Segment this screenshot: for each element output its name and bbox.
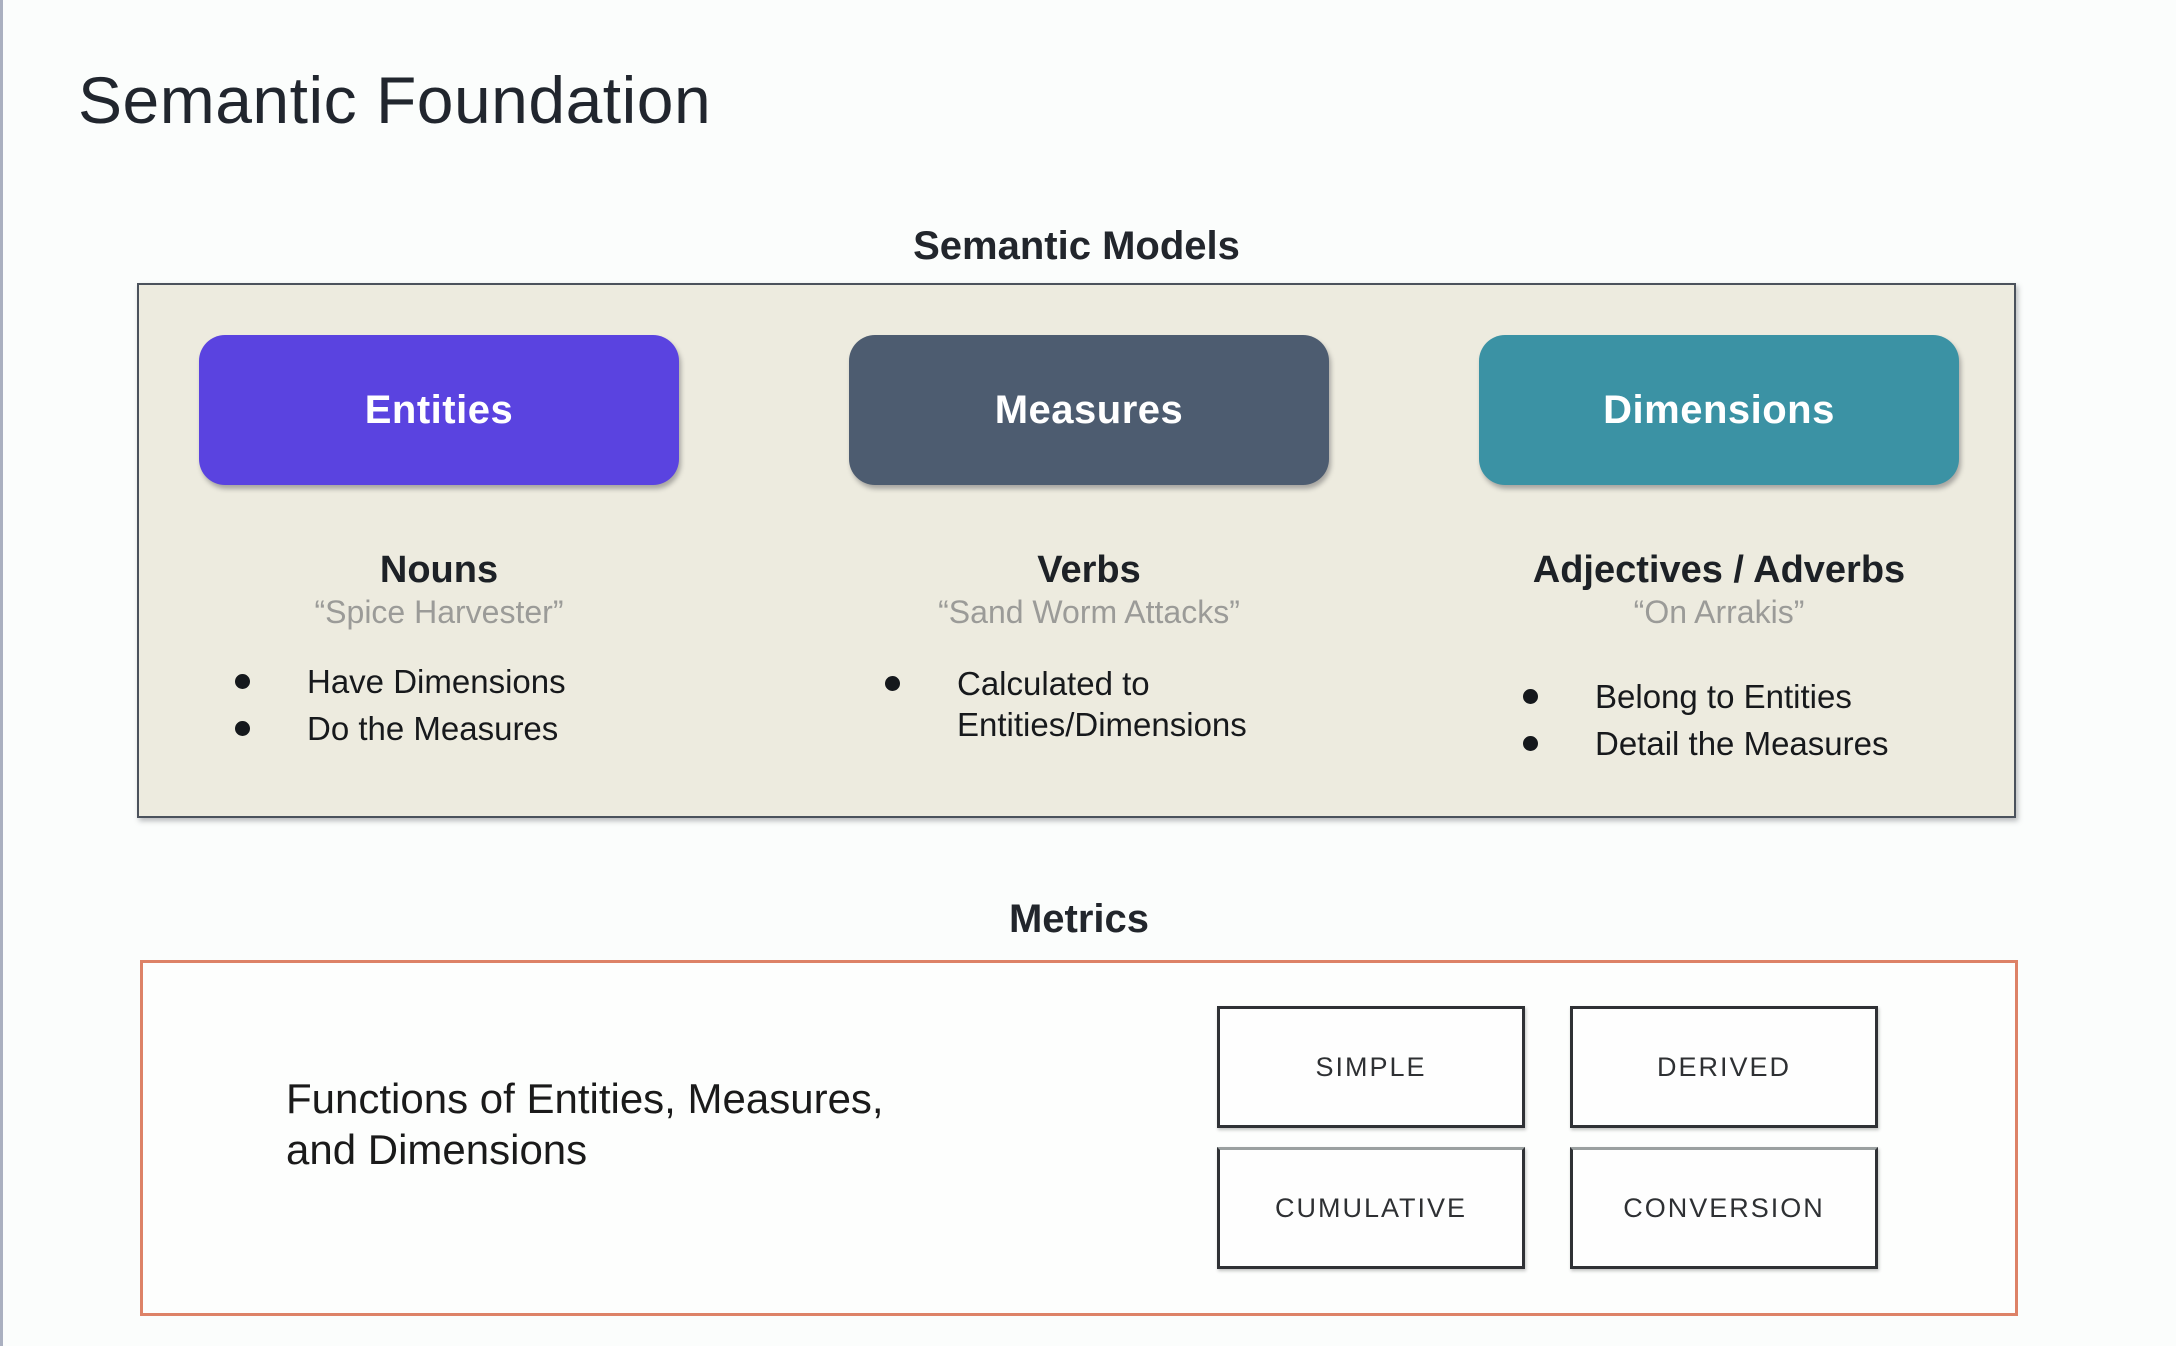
bullet-text: Do the Measures [307,710,559,747]
metrics-heading: Metrics [1008,897,1150,941]
list-item: Have Dimensions [235,661,719,702]
list-item: Do the Measures [235,708,719,749]
metric-type-simple: SIMPLE [1217,1006,1525,1128]
metrics-description: Functions of Entities, Measures, and Dim… [286,1073,884,1175]
measures-column: Measures Verbs “Sand Worm Attacks” Calcu… [809,285,1369,816]
measures-role-label: Verbs [1037,549,1141,591]
window-left-edge [0,0,3,1346]
entities-example-label: “Spice Harvester” [314,594,564,630]
dimensions-example-label: “On Arrakis” [1633,594,1805,630]
metric-type-conversion: CONVERSION [1570,1147,1878,1269]
bullet-text: Calculated to Entities/Dimensions [957,665,1247,743]
bullet-text: Detail the Measures [1595,725,1889,762]
measures-bullet-list: Calculated to Entities/Dimensions [809,663,1369,745]
dimensions-bullet-list: Belong to Entities Detail the Measures [1439,676,1999,764]
page-title: Semantic Foundation [78,63,712,137]
measures-example-label: “Sand Worm Attacks” [938,594,1240,630]
bullet-dot-icon [885,676,900,691]
metrics-description-line1: Functions of Entities, Measures, [286,1075,884,1122]
bullet-dot-icon [235,721,250,736]
entities-column: Entities Nouns “Spice Harvester” Have Di… [159,285,719,816]
entities-bullet-list: Have Dimensions Do the Measures [159,661,719,749]
list-item: Detail the Measures [1523,723,1999,764]
entities-role-label: Nouns [379,549,499,591]
metric-type-cumulative: CUMULATIVE [1217,1147,1525,1269]
entities-pill: Entities [199,335,679,485]
bullet-dot-icon [1523,689,1538,704]
bullet-text: Belong to Entities [1595,678,1852,715]
dimensions-role-label: Adjectives / Adverbs [1532,549,1906,591]
measures-pill: Measures [849,335,1329,485]
metric-type-derived: DERIVED [1570,1006,1878,1128]
list-item: Belong to Entities [1523,676,1999,717]
metric-types-grid: SIMPLE DERIVED CUMULATIVE CONVERSION [1217,1006,1878,1269]
dimensions-column: Dimensions Adjectives / Adverbs “On Arra… [1439,285,1999,816]
bullet-dot-icon [235,674,250,689]
bullet-dot-icon [1523,736,1538,751]
list-item: Calculated to Entities/Dimensions [885,663,1369,745]
semantic-models-heading: Semantic Models [913,224,1240,268]
bullet-text: Have Dimensions [307,663,566,700]
metrics-panel: Functions of Entities, Measures, and Dim… [140,960,2018,1316]
semantic-models-panel: Entities Nouns “Spice Harvester” Have Di… [137,283,2016,818]
metrics-description-line2: and Dimensions [286,1126,588,1173]
dimensions-pill: Dimensions [1479,335,1959,485]
